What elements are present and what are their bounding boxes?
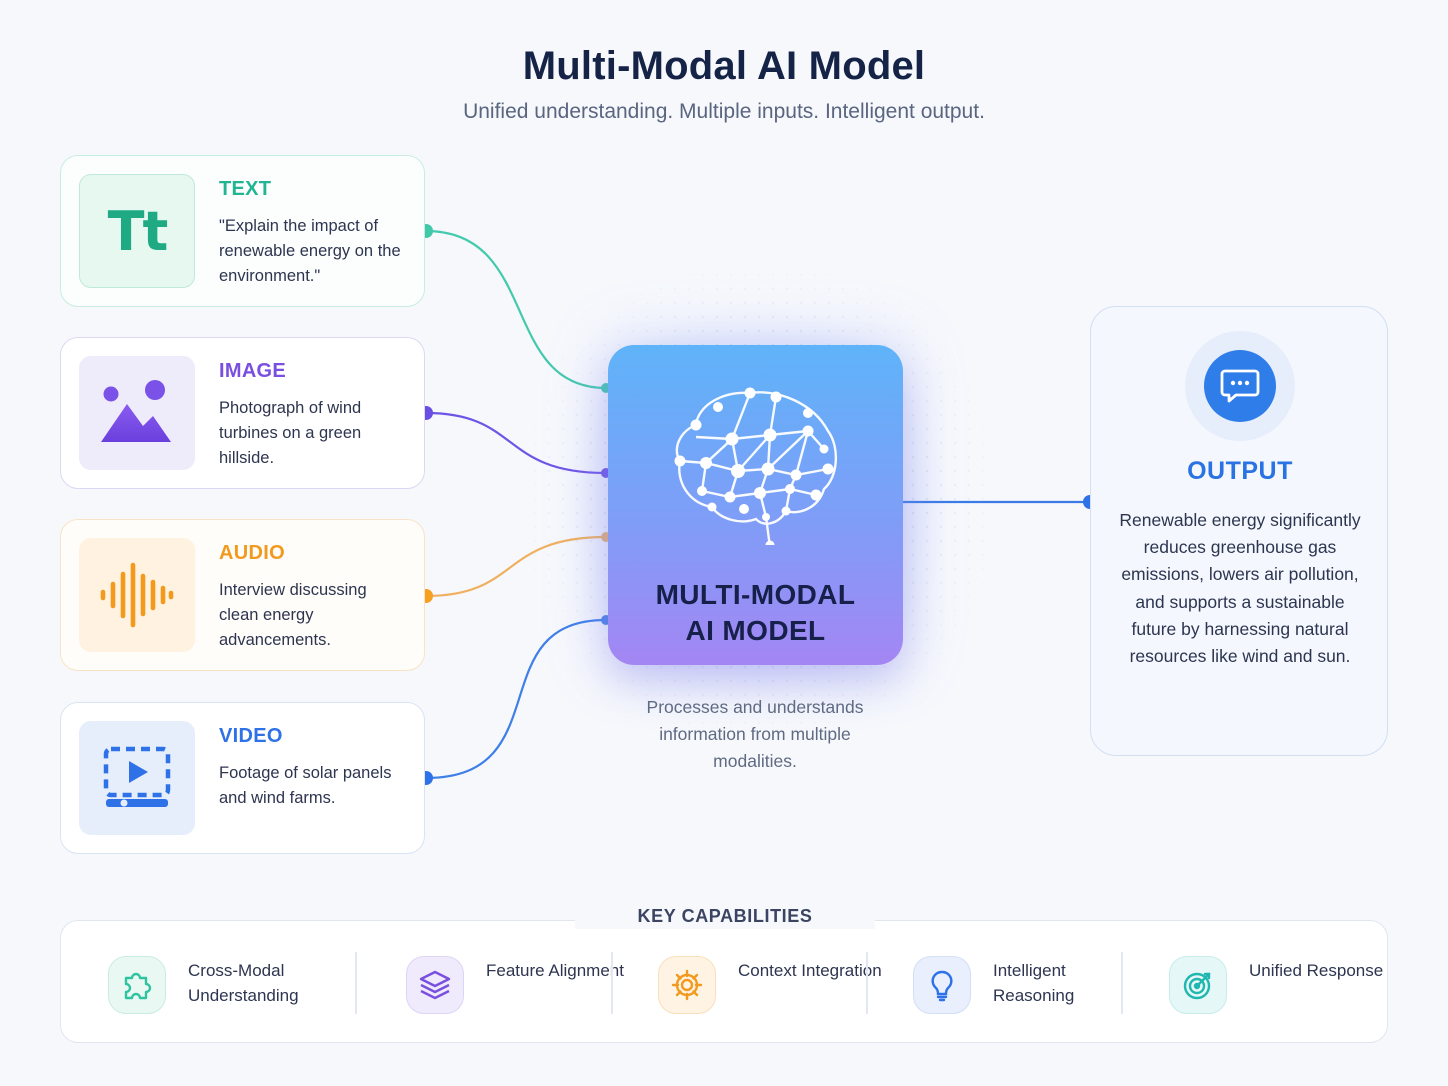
target-icon	[1169, 956, 1227, 1014]
input-description-video: Footage of solar panels and wind farms.	[219, 764, 392, 807]
text-icon: Tt	[79, 174, 195, 288]
lightbulb-icon	[913, 956, 971, 1014]
video-play-icon	[79, 721, 195, 835]
audio-waveform-icon	[79, 538, 195, 652]
input-description-text: "Explain the impact of renewable energy …	[219, 217, 401, 285]
input-card-image: IMAGE Photograph of wind turbines on a g…	[60, 337, 425, 489]
output-card: OUTPUT Renewable energy significantly re…	[1090, 306, 1388, 756]
chat-bubble-icon	[1204, 350, 1276, 422]
image-icon	[79, 356, 195, 470]
model-caption: Processes and understands information fr…	[646, 697, 864, 771]
input-card-video: VIDEO Footage of solar panels and wind f…	[60, 702, 425, 854]
input-card-audio: AUDIO Interview discussing clean energy …	[60, 519, 425, 671]
input-label-video: VIDEO	[219, 725, 283, 747]
puzzle-icon	[108, 956, 166, 1014]
input-description-image: Photograph of wind turbines on a green h…	[219, 399, 362, 467]
capability-divider	[1121, 952, 1123, 1014]
capability-divider	[611, 952, 613, 1014]
capabilities-title: KEY CAPABILITIES	[575, 904, 875, 929]
input-label-image: IMAGE	[219, 360, 287, 382]
brain-network-icon	[674, 387, 838, 545]
output-text: Renewable energy significantly reduces g…	[1119, 510, 1361, 667]
page-title: Multi-Modal AI Model	[522, 44, 926, 88]
capability-divider	[866, 952, 868, 1014]
gear-icon	[658, 956, 716, 1014]
output-icon-halo	[1185, 331, 1295, 441]
model-box: MULTI-MODAL AI MODEL	[608, 345, 903, 665]
layers-icon	[406, 956, 464, 1014]
capability-divider	[355, 952, 357, 1014]
input-label-audio: AUDIO	[219, 542, 285, 564]
input-description-audio: Interview discussing clean energy advanc…	[219, 581, 367, 649]
output-label: OUTPUT	[1187, 457, 1293, 485]
page-subtitle: Unified understanding. Multiple inputs. …	[463, 100, 985, 123]
input-label-text: TEXT	[219, 178, 272, 200]
input-card-text: Tt TEXT "Explain the impact of renewable…	[60, 155, 425, 307]
model-title: MULTI-MODAL AI MODEL	[655, 579, 856, 646]
